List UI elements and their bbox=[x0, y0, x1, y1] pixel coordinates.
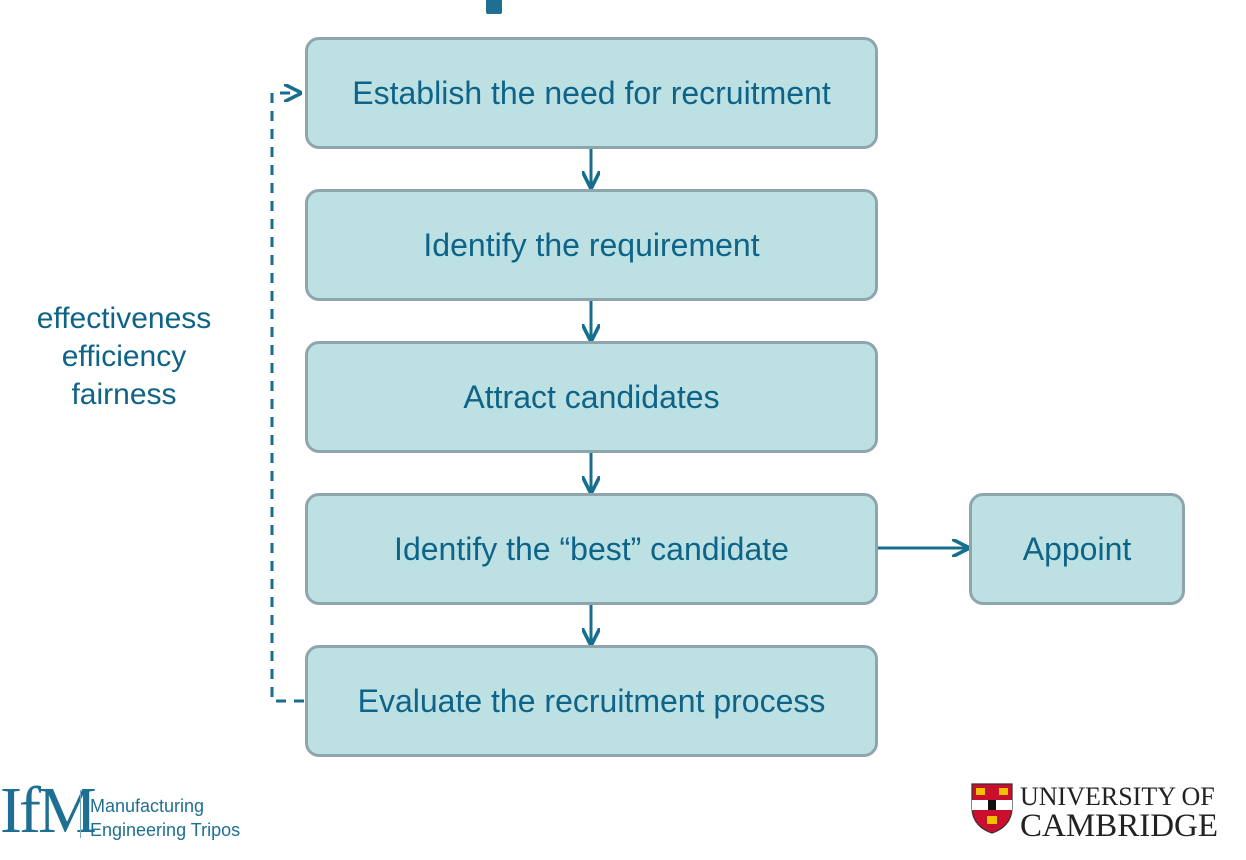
ifm-logo-line1: Manufacturing bbox=[90, 796, 205, 816]
appoint-box: Appoint bbox=[969, 493, 1185, 605]
step-label: Evaluate the recruitment process bbox=[357, 682, 826, 719]
step-label: Attract candidates bbox=[463, 378, 720, 415]
step-label: Identify the requirement bbox=[423, 226, 760, 263]
step-attract-candidates: Attract candidates bbox=[305, 341, 878, 453]
criterion-efficiency: efficiency bbox=[61, 340, 187, 373]
step-label: Identify the “best” candidate bbox=[394, 530, 789, 567]
feedback-loop bbox=[270, 93, 304, 703]
step-identify-requirement: Identify the requirement bbox=[305, 189, 878, 301]
step-connectors bbox=[591, 148, 968, 644]
evaluation-criteria: effectiveness efficiency fairness bbox=[14, 300, 234, 414]
criterion-effectiveness: effectiveness bbox=[36, 302, 212, 335]
cambridge-logo-line2: CAMBRIDGE bbox=[1020, 808, 1219, 844]
ifm-logo: IfM Manufacturing Engineering Tripos bbox=[0, 778, 260, 852]
criterion-fairness: fairness bbox=[71, 378, 177, 411]
cambridge-crest-icon bbox=[971, 783, 1013, 834]
step-evaluate-process: Evaluate the recruitment process bbox=[305, 645, 878, 757]
cambridge-logo-line1: UNIVERSITY OF bbox=[1020, 782, 1215, 811]
step-establish-need: Establish the need for recruitment bbox=[305, 37, 878, 149]
ifm-logo-line2: Engineering Tripos bbox=[90, 820, 241, 840]
step-label: Establish the need for recruitment bbox=[352, 74, 831, 111]
appoint-label: Appoint bbox=[1022, 530, 1132, 567]
cambridge-logo: UNIVERSITY OF CAMBRIDGE bbox=[970, 780, 1240, 850]
step-identify-best-candidate: Identify the “best” candidate bbox=[305, 493, 878, 605]
cropped-title-fragment bbox=[0, 0, 1246, 16]
